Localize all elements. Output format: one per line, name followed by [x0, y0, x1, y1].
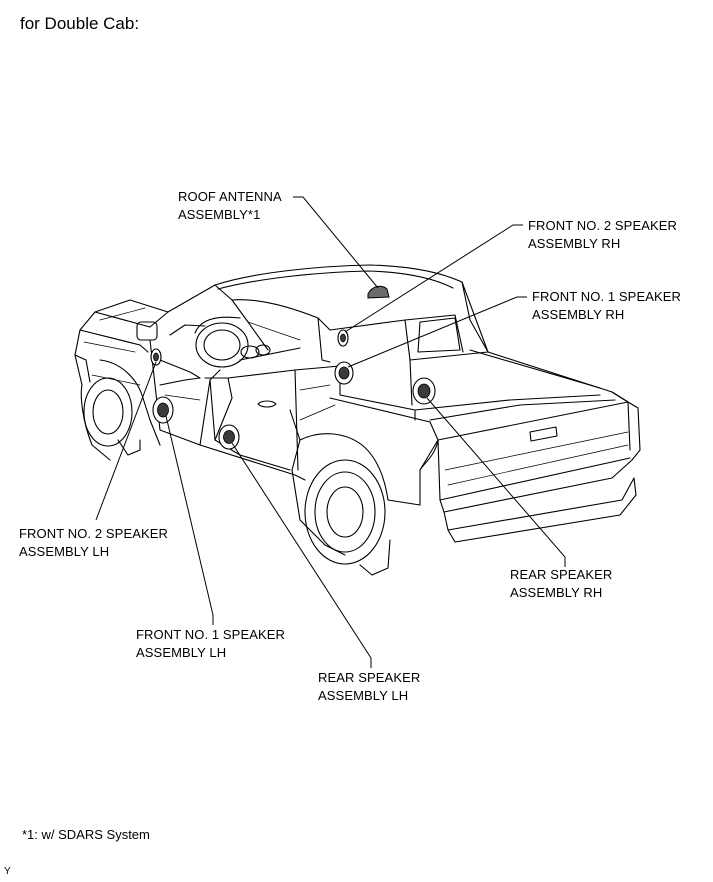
leader-roof-antenna: [293, 196, 379, 289]
callout-front-no1-rh-line2: ASSEMBLY RH: [532, 307, 625, 322]
callout-rear-lh-line1: REAR SPEAKER: [318, 670, 421, 685]
rear-speaker-lh-shape: [218, 424, 240, 450]
roof-antenna-shape: [367, 285, 390, 299]
callout-front-no1-lh: FRONT NO. 1 SPEAKER ASSEMBLY LH: [136, 626, 285, 662]
diagram-heading: for Double Cab:: [20, 14, 140, 33]
footnote: *1: w/ SDARS System: [22, 827, 150, 842]
callout-front-no2-rh-line1: FRONT NO. 2 SPEAKER: [528, 218, 678, 233]
truck-detail-lines: [83, 307, 629, 486]
callout-front-no1-rh-line1: FRONT NO. 1 SPEAKER: [532, 289, 682, 304]
front-no1-speaker-rh-shape: [334, 361, 354, 385]
truck-body-outline: [74, 264, 641, 576]
callout-roof-antenna: ROOF ANTENNA ASSEMBLY*1: [178, 188, 282, 224]
front-no2-speaker-rh-shape: [337, 329, 349, 347]
callout-front-no2-lh: FRONT NO. 2 SPEAKER ASSEMBLY LH: [19, 525, 168, 561]
leader-lines: [95, 196, 566, 668]
leader-front-no2-lh: [95, 361, 157, 521]
leader-front-no1-lh: [165, 415, 214, 625]
leader-rear-rh: [426, 397, 566, 567]
rear-speaker-rh-shape: [412, 377, 436, 405]
callout-front-no2-lh-line2: ASSEMBLY LH: [19, 544, 110, 559]
corner-mark: Y: [4, 866, 11, 877]
callout-rear-rh-line2: ASSEMBLY RH: [510, 585, 603, 600]
callout-front-no1-rh: FRONT NO. 1 SPEAKER ASSEMBLY RH: [532, 288, 681, 324]
callout-front-no1-lh-line1: FRONT NO. 1 SPEAKER: [136, 627, 286, 642]
leader-rear-lh: [231, 442, 372, 668]
front-no1-speaker-lh-shape: [152, 396, 174, 424]
callout-front-no2-rh: FRONT NO. 2 SPEAKER ASSEMBLY RH: [528, 217, 677, 253]
leader-front-no2-rh: [344, 224, 523, 333]
leader-front-no1-rh: [347, 296, 527, 368]
callout-rear-rh: REAR SPEAKER ASSEMBLY RH: [510, 566, 612, 602]
callout-rear-lh-line2: ASSEMBLY LH: [318, 688, 409, 703]
callout-front-no2-rh-line2: ASSEMBLY RH: [528, 236, 621, 251]
callout-rear-rh-line1: REAR SPEAKER: [510, 567, 613, 582]
callout-rear-lh: REAR SPEAKER ASSEMBLY LH: [318, 669, 420, 705]
front-no2-speaker-lh-shape: [150, 348, 162, 366]
callout-roof-antenna-line2: ASSEMBLY*1: [178, 207, 261, 222]
callout-roof-antenna-line1: ROOF ANTENNA: [178, 189, 282, 204]
callout-front-no2-lh-line1: FRONT NO. 2 SPEAKER: [19, 526, 169, 541]
callout-front-no1-lh-line2: ASSEMBLY LH: [136, 645, 227, 660]
